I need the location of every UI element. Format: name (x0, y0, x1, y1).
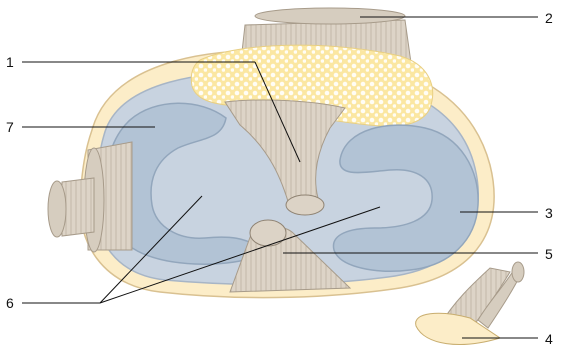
label-1: 1 (6, 54, 14, 70)
label-2: 2 (545, 10, 553, 26)
label-3: 3 (545, 205, 553, 221)
collateral-ligament-stump (48, 142, 132, 252)
label-5: 5 (545, 246, 553, 262)
label-6: 6 (6, 295, 14, 311)
label-7: 7 (6, 119, 14, 135)
label-4: 4 (545, 331, 553, 347)
